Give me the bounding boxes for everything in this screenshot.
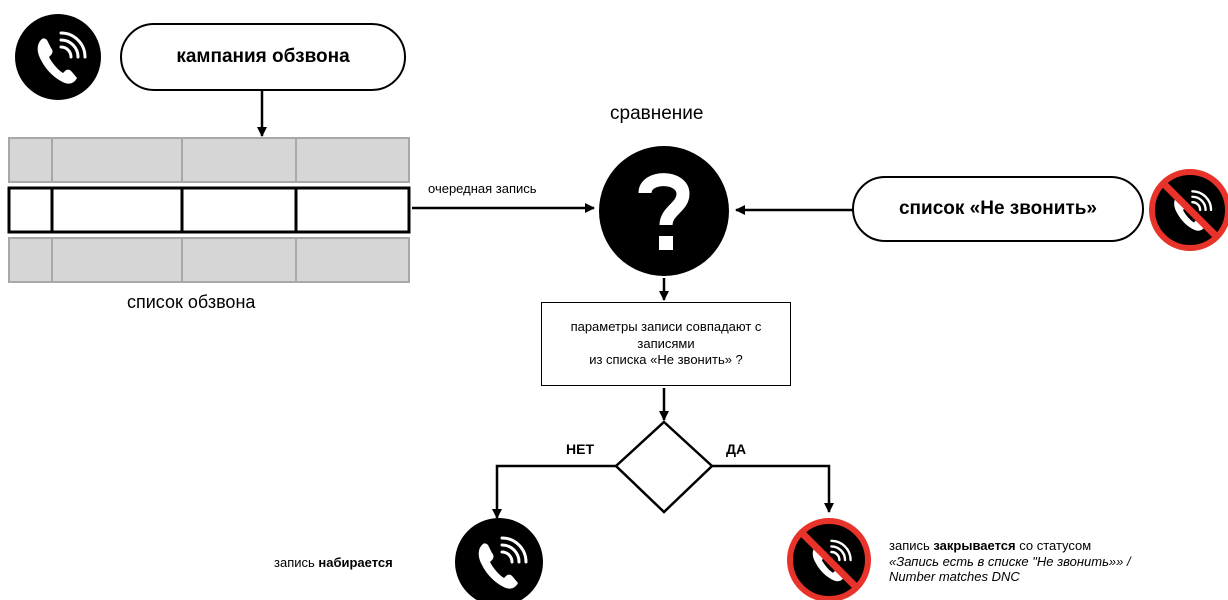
question-box: параметры записи совпадают с записями из… <box>541 302 791 386</box>
campaign-label: кампания обзвона <box>176 46 350 67</box>
arrow-yes-branch <box>712 464 834 513</box>
dial-result-prefix: запись <box>274 555 315 570</box>
question-icon <box>599 146 729 276</box>
campaign-node: кампания обзвона <box>120 23 406 91</box>
decision-diamond <box>614 420 714 514</box>
branch-no-label: НЕТ <box>566 441 594 457</box>
dnc-list-label: список «Не звонить» <box>898 198 1097 219</box>
question-line: параметры записи совпадают с <box>570 318 762 334</box>
arrow-no-branch <box>492 464 616 519</box>
branch-yes-label: ДА <box>726 441 747 457</box>
call-list-table <box>7 137 411 283</box>
dial-result-text: запись набирается <box>274 555 393 571</box>
phone-icon <box>455 518 543 600</box>
close-result-bold: закрывается <box>933 538 1016 553</box>
comparison-title: сравнение <box>610 103 704 124</box>
phone-icon <box>15 14 101 100</box>
phone-blocked-icon <box>787 518 871 600</box>
table-row <box>8 137 410 183</box>
dnc-list-node: список «Не звонить» <box>852 176 1144 242</box>
table-row-current <box>7 186 411 234</box>
next-record-label: очередная запись <box>428 181 537 196</box>
dial-result-bold: набирается <box>318 555 393 570</box>
close-result-status-line2: Number matches DNC <box>889 569 1020 585</box>
close-result-text: запись закрывается со статусом «Запись е… <box>889 538 1131 585</box>
close-result-suffix: со статусом <box>1019 538 1092 553</box>
close-result-prefix: запись <box>889 538 930 553</box>
table-row <box>8 237 410 283</box>
question-line: записями <box>637 335 695 351</box>
phone-blocked-icon <box>1149 169 1228 251</box>
question-line: из списка «Не звонить» ? <box>589 352 743 368</box>
close-result-status-line1: «Запись есть в списке "Не звонить»» / <box>889 553 1131 569</box>
call-list-caption: список обзвона <box>127 292 256 312</box>
